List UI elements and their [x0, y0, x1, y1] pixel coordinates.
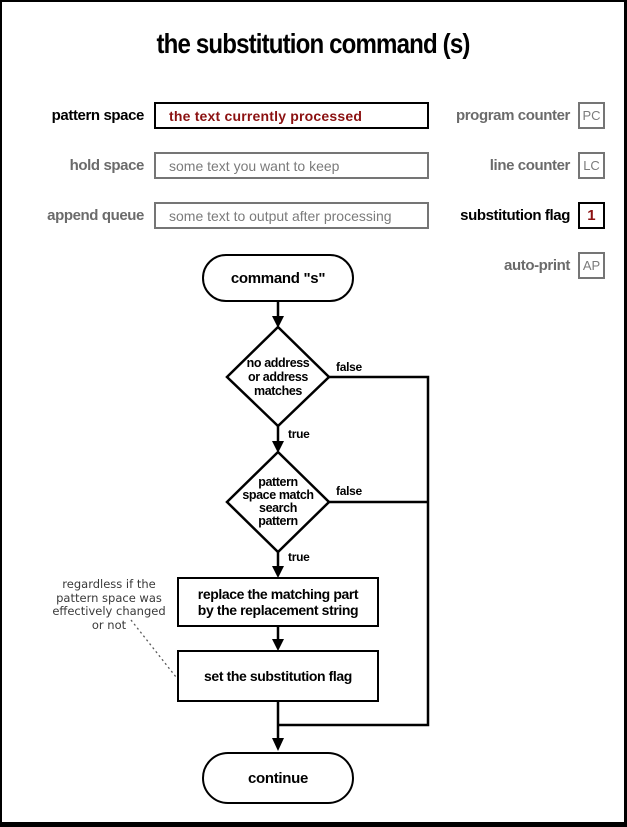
- decision-address-text: no address or address matches: [246, 356, 310, 398]
- pattern-space-value: the text currently processed: [169, 107, 363, 124]
- arrowhead-1: [272, 316, 284, 328]
- substitution-flag-label: substitution flag: [460, 207, 570, 224]
- program-counter-label: program counter: [455, 107, 570, 124]
- line-counter-box: LC: [578, 152, 605, 179]
- arrowhead-5: [272, 738, 284, 751]
- true-label-2: true: [288, 550, 310, 564]
- arrowhead-4: [272, 639, 284, 651]
- end-node: continue: [202, 752, 354, 804]
- process-set-flag-node: set the substitution flag: [177, 650, 379, 702]
- substitution-flag-box: 1: [578, 202, 605, 229]
- hold-space-box: some text you want to keep: [154, 152, 429, 179]
- line-counter-label: line counter: [489, 157, 571, 174]
- hold-space-value: some text you want to keep: [169, 157, 340, 174]
- append-queue-box: some text to output after processing: [154, 202, 429, 229]
- auto-print-label: auto-print: [504, 257, 570, 274]
- hold-space-label: hold space: [69, 157, 145, 174]
- append-queue-label: append queue: [47, 207, 144, 224]
- auto-print-box: AP: [578, 252, 605, 279]
- process-replace-node: replace the matching part by the replace…: [177, 577, 379, 627]
- arrowhead-2: [272, 441, 284, 453]
- pattern-space-box: the text currently processed: [154, 102, 429, 129]
- true-label-1: true: [288, 427, 310, 441]
- false-bypass-line: [279, 375, 430, 727]
- program-counter-box: PC: [578, 102, 605, 129]
- annotation-dashed-line: [130, 619, 177, 678]
- false-label-1: false: [336, 360, 362, 374]
- page-title: the substitution command (s): [156, 28, 470, 59]
- false-label-2: false: [336, 484, 362, 498]
- arrowhead-3: [272, 566, 284, 578]
- pattern-space-label: pattern space: [51, 107, 145, 124]
- start-node: command "s": [202, 254, 354, 302]
- decision-match-text: pattern space match search pattern: [242, 475, 314, 528]
- append-queue-value: some text to output after processing: [169, 207, 392, 224]
- annotation-text: regardless if the pattern space was effe…: [52, 577, 166, 632]
